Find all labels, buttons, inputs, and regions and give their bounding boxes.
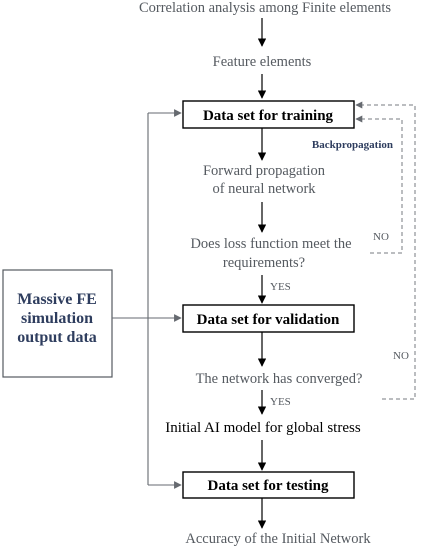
yes-label-converged: YES: [270, 396, 291, 408]
backpropagation-label: Backpropagation: [312, 139, 393, 151]
testing-box-label: Data set for testing: [208, 478, 329, 494]
initial-ai-model-text: Initial AI model for global stress: [165, 420, 361, 436]
backprop-loop-inner: [355, 115, 403, 254]
validation-box-label: Data set for validation: [197, 312, 340, 328]
no-label-converged: NO: [393, 350, 409, 362]
training-box: [182, 100, 355, 129]
fe-data-line3: output data: [17, 329, 97, 346]
forward-propagation-line2: of neural network: [212, 181, 316, 197]
forward-propagation-line1: Forward propagation: [203, 163, 326, 179]
accuracy-text: Accuracy of the Initial Network: [185, 531, 371, 547]
fe-data-box: [2, 269, 113, 378]
training-box-label: Data set for training: [203, 108, 334, 124]
correlation-analysis-text: Correlation analysis among Finite elemen…: [139, 0, 391, 16]
loss-question-line2: requirements?: [223, 255, 305, 271]
no-label-loss: NO: [373, 231, 389, 243]
testing-box: [182, 471, 355, 499]
fe-data-line1: Massive FE: [17, 291, 97, 308]
validation-box: [182, 304, 355, 333]
fe-data-line2: simulation: [21, 310, 93, 327]
converged-question-text: The network has converged?: [196, 371, 363, 387]
convergence-loop-outer: [355, 101, 416, 400]
loss-question-line1: Does loss function meet the: [190, 236, 351, 252]
yes-label-loss: YES: [270, 281, 291, 293]
feature-elements-text: Feature elements: [213, 54, 312, 70]
